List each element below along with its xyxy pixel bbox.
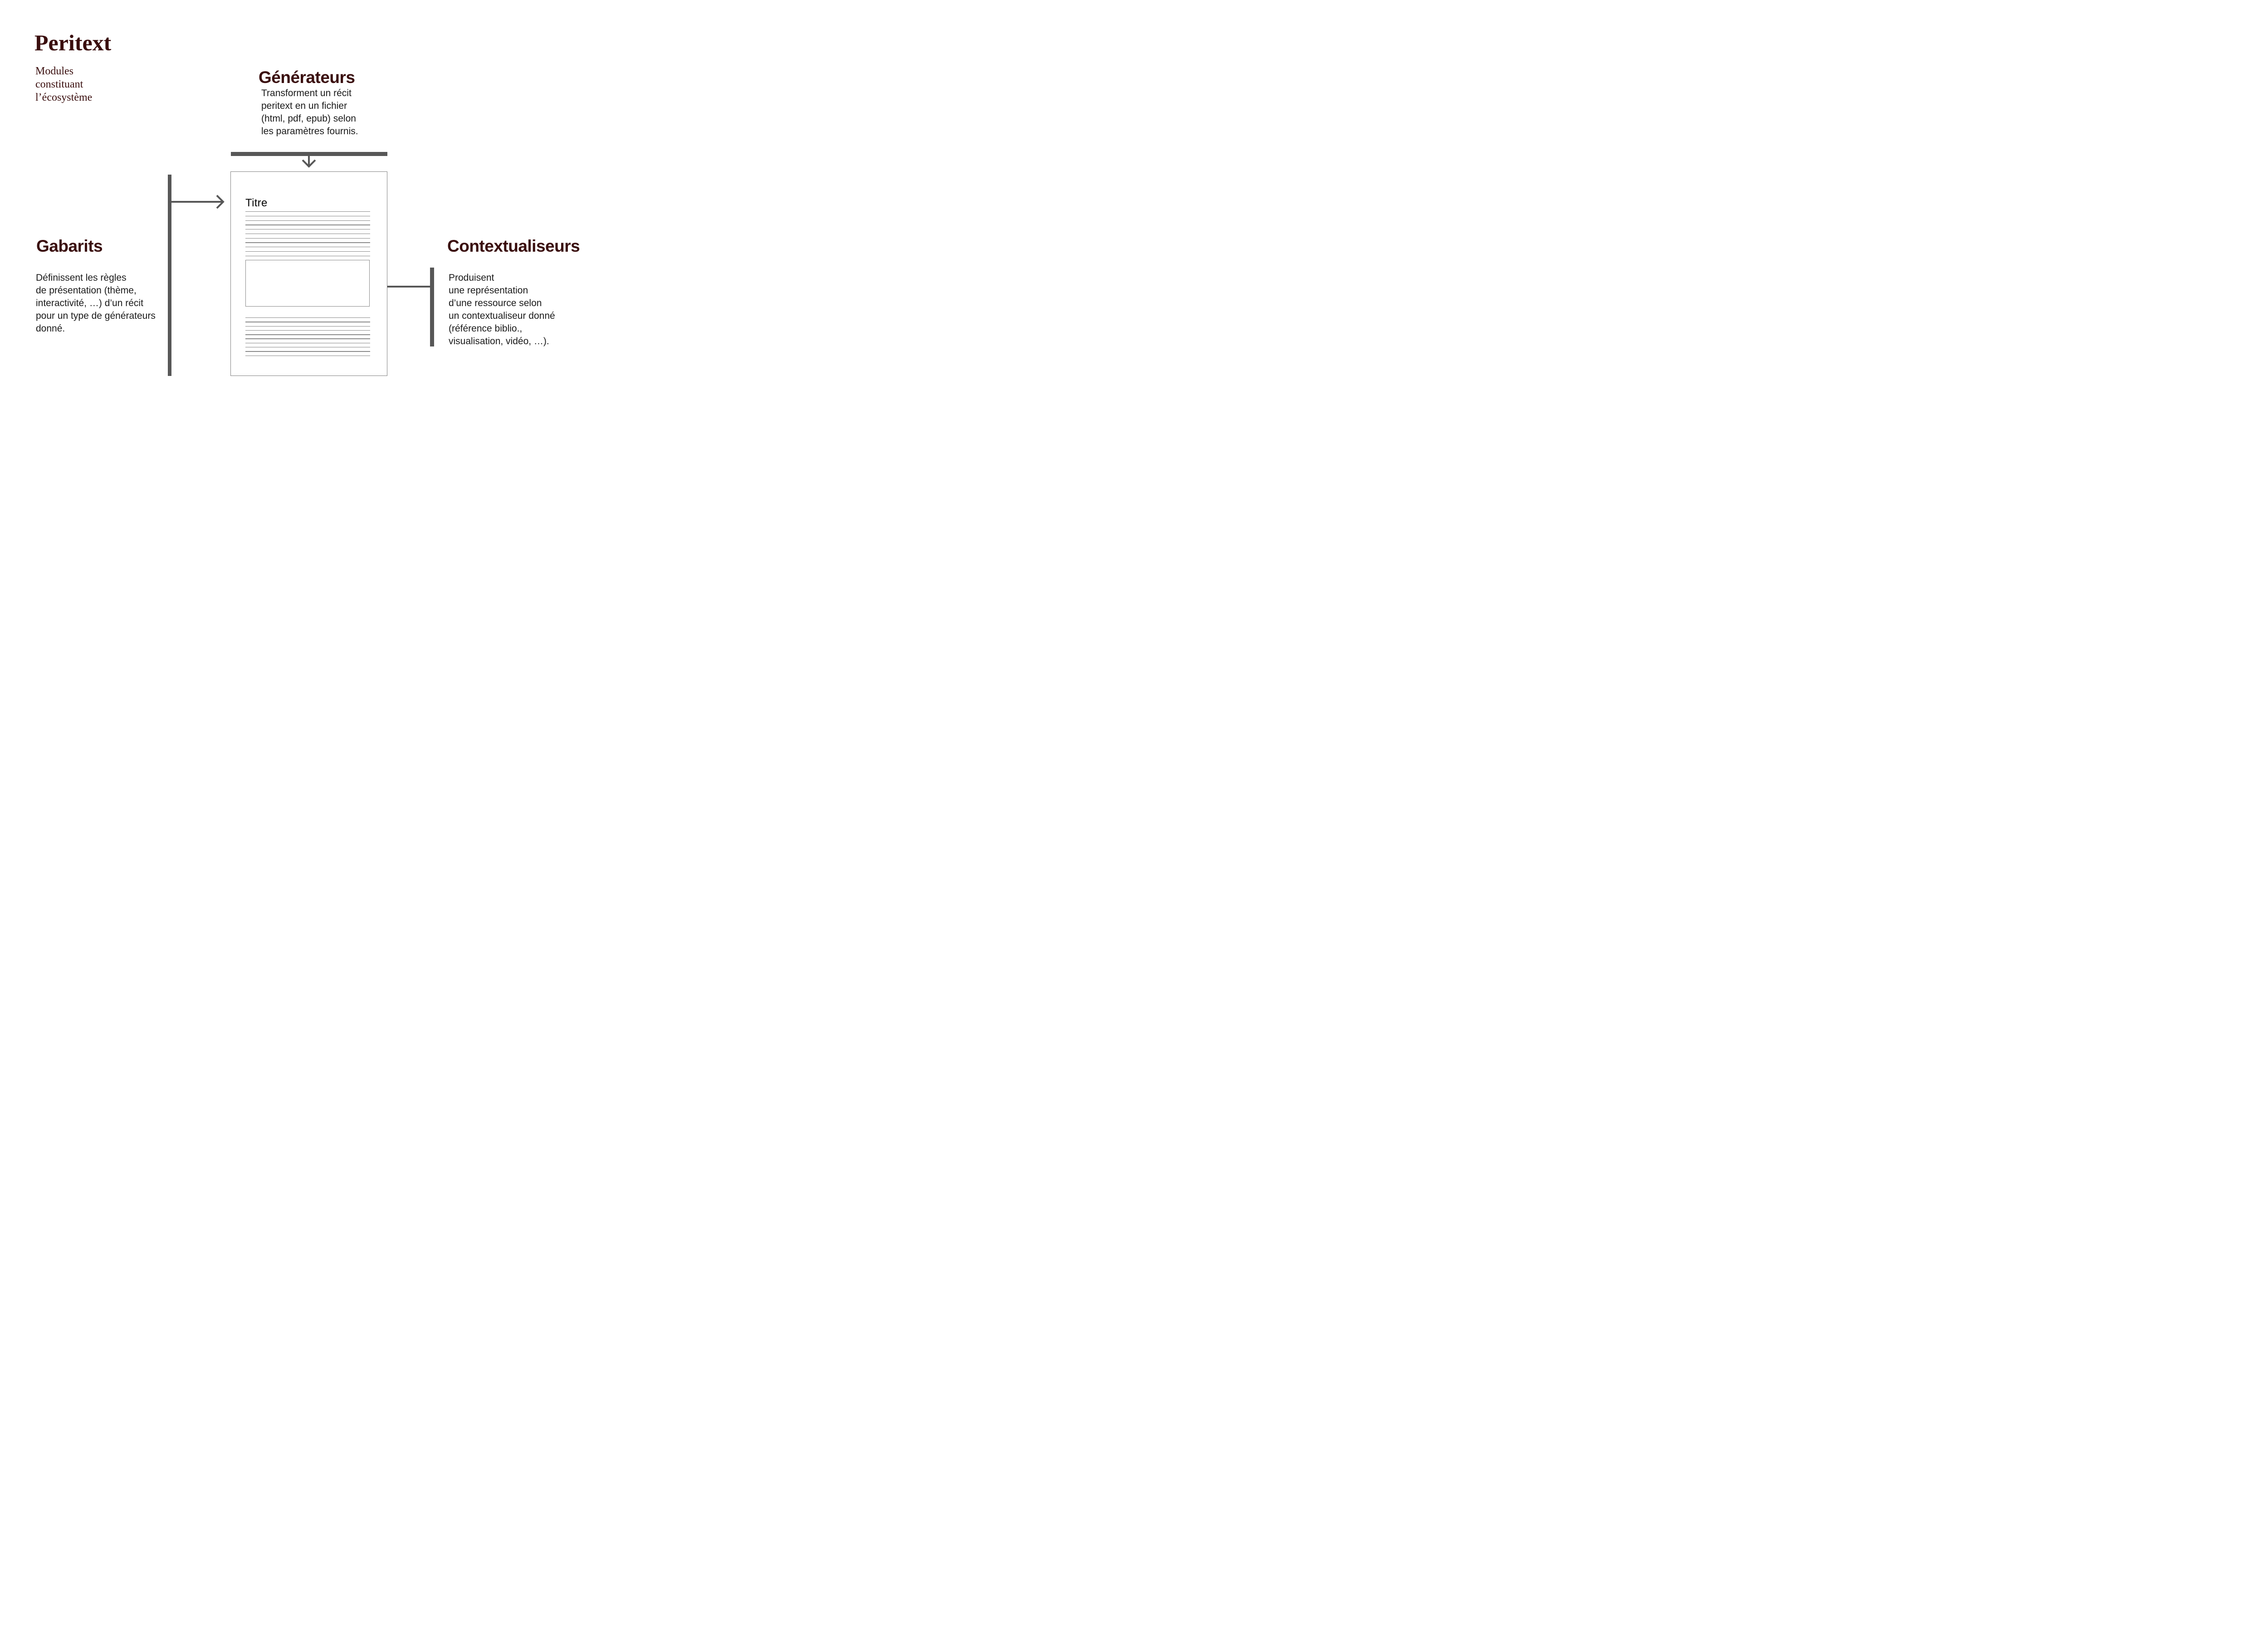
description-line: de présentation (thème, <box>36 285 137 296</box>
module-heading-generateurs: Générateurs <box>259 68 355 87</box>
page-subtitle-line: l’écosystème <box>35 92 93 103</box>
gabarits-flow-bar <box>168 175 171 376</box>
description-line: un contextualiseur donné <box>449 311 555 321</box>
description-line: une représentation <box>449 285 528 296</box>
slide-canvas: Peritext Modules constituant l’écosystèm… <box>0 0 605 407</box>
document-title: Titre <box>245 197 268 209</box>
arrow-right-icon <box>171 195 225 209</box>
arrow-down-icon <box>302 156 316 168</box>
document-text-line <box>245 317 370 318</box>
description-line: les paramètres fournis. <box>261 126 358 137</box>
description-line: Transforment un récit <box>261 88 352 98</box>
document-text-line <box>245 242 370 243</box>
description-line: d’une ressource selon <box>449 298 542 308</box>
description-line: pour un type de générateurs <box>36 311 156 321</box>
generateurs-flow-bar <box>231 152 387 156</box>
document-text-line <box>245 334 370 335</box>
page-title: Peritext <box>34 30 112 55</box>
contextualiseurs-flow-bar <box>430 268 434 346</box>
document-text-line <box>245 326 370 327</box>
description-line: peritext en un fichier <box>261 101 347 111</box>
description-line: Produisent <box>449 273 494 283</box>
document-media-box <box>245 260 370 307</box>
document-text-line <box>245 238 370 239</box>
document-text-lines-lower <box>245 317 370 356</box>
description-line: interactivité, …) d’un récit <box>36 298 143 308</box>
page-subtitle-line: constituant <box>35 78 83 90</box>
document-text-line <box>245 251 370 252</box>
document-text-line <box>245 211 370 212</box>
description-line: Définissent les règles <box>36 273 127 283</box>
document-text-line <box>245 330 370 331</box>
description-line: (référence biblio., <box>449 323 523 334</box>
document-text-line <box>245 338 370 339</box>
description-line: (html, pdf, epub) selon <box>261 113 356 124</box>
page-subtitle-line: Modules <box>35 65 73 77</box>
module-description-gabarits: Définissent les règles de présentation (… <box>36 272 156 335</box>
page-subtitle: Modules constituant l’écosystème <box>35 65 92 104</box>
module-heading-gabarits: Gabarits <box>36 237 103 255</box>
description-line: visualisation, vidéo, …). <box>449 336 549 346</box>
document-text-line <box>245 224 370 225</box>
module-description-contextualiseurs: Produisent une représentation d’une ress… <box>449 272 555 348</box>
module-heading-contextualiseurs: Contextualiseurs <box>447 237 580 255</box>
document-text-lines-upper <box>245 211 370 256</box>
description-line: donné. <box>36 323 65 334</box>
module-description-generateurs: Transforment un récit peritext en un fic… <box>261 87 358 138</box>
document-text-line <box>245 220 370 221</box>
